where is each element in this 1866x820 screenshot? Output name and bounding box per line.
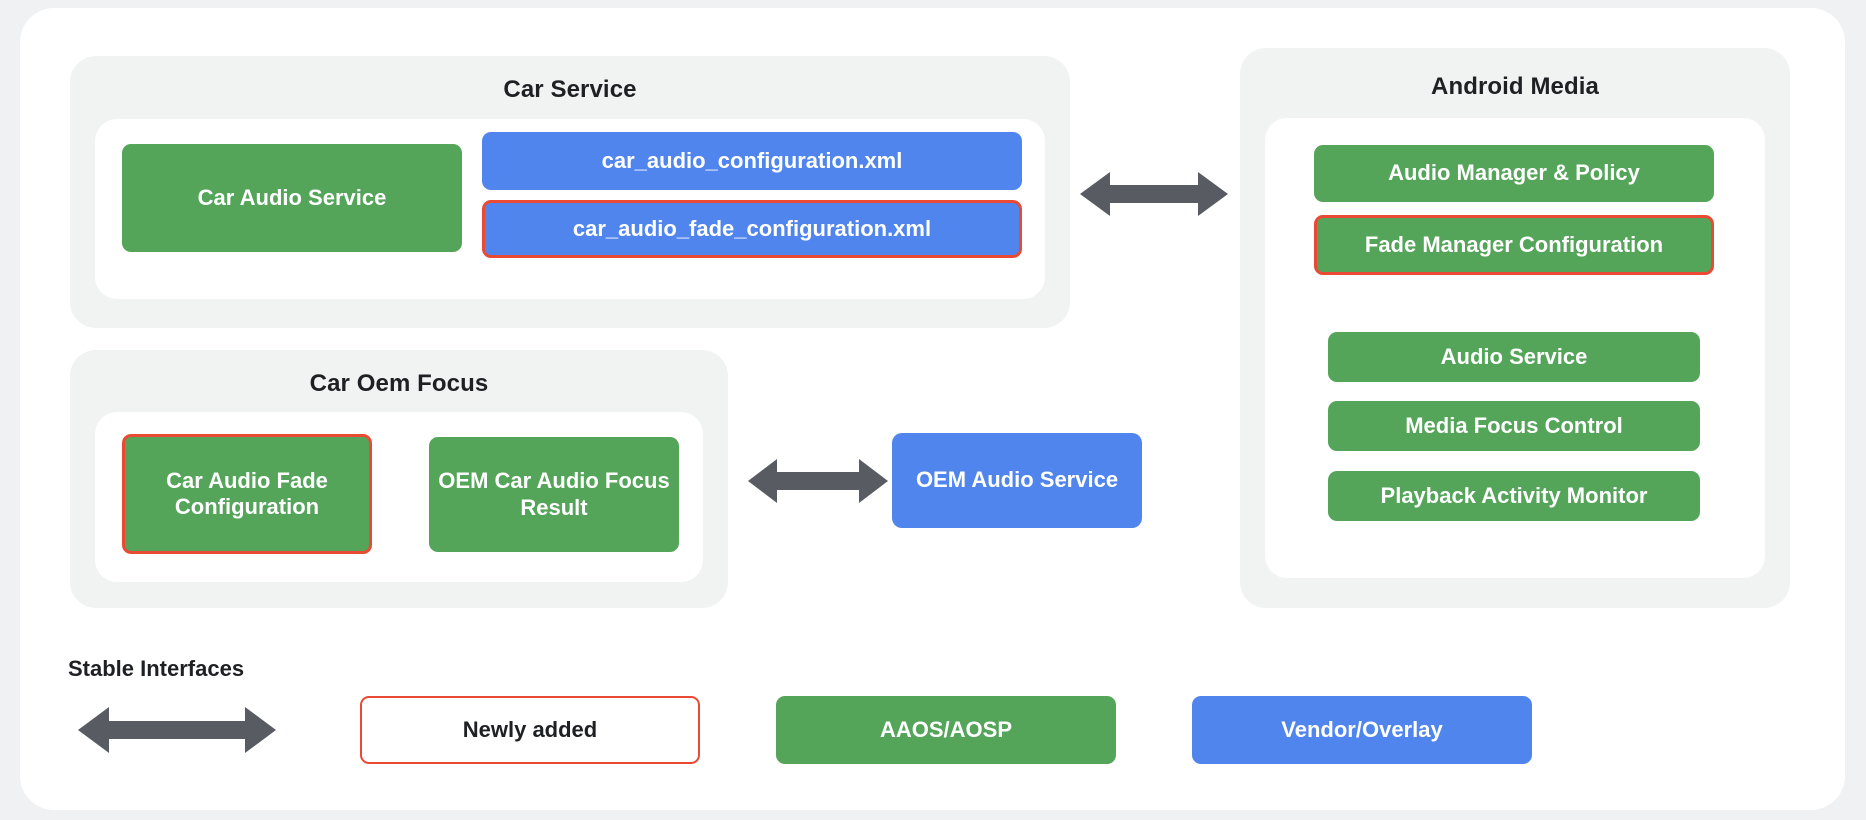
legend-chip-vendor-overlay[interactable]: Vendor/Overlay	[1192, 696, 1532, 764]
car-oem-focus-inner-panel: Car Audio Fade Configuration OEM Car Aud…	[95, 412, 703, 582]
node-fade-manager-configuration-label: Fade Manager Configuration	[1364, 231, 1664, 257]
node-media-focus-control[interactable]: Media Focus Control	[1328, 401, 1700, 451]
node-car-audio-fade-configuration-xml[interactable]: car_audio_fade_configuration.xml	[482, 200, 1022, 258]
node-audio-manager-policy[interactable]: Audio Manager & Policy	[1314, 145, 1714, 202]
double-headed-arrow-icon	[1080, 172, 1228, 216]
node-audio-manager-policy-label: Audio Manager & Policy	[1388, 160, 1640, 186]
node-oem-audio-service[interactable]: OEM Audio Service	[892, 433, 1142, 528]
group-car-service: Car Service Car Audio Service car_audio_…	[70, 56, 1070, 328]
group-car-service-title: Car Service	[503, 76, 637, 103]
node-car-audio-configuration-xml[interactable]: car_audio_configuration.xml	[482, 132, 1022, 190]
node-car-audio-service[interactable]: Car Audio Service	[122, 144, 462, 252]
group-car-oem-focus-title: Car Oem Focus	[309, 370, 489, 397]
node-playback-activity-monitor[interactable]: Playback Activity Monitor	[1328, 471, 1700, 521]
legend-chip-newly-added-label: Newly added	[462, 717, 598, 742]
legend-chip-newly-added[interactable]: Newly added	[360, 696, 700, 764]
group-android-media-title: Android Media	[1431, 73, 1599, 100]
diagram-card: Car Service Car Audio Service car_audio_…	[20, 8, 1845, 810]
node-audio-service[interactable]: Audio Service	[1328, 332, 1700, 382]
group-android-media: Android Media Audio Manager & Policy Fad…	[1240, 48, 1790, 608]
group-car-oem-focus: Car Oem Focus Car Audio Fade Configurati…	[70, 350, 728, 608]
node-media-focus-control-label: Media Focus Control	[1405, 412, 1623, 438]
node-car-audio-fade-configuration-xml-label: car_audio_fade_configuration.xml	[572, 215, 932, 241]
car-service-inner-panel: Car Audio Service car_audio_configuratio…	[95, 119, 1045, 299]
legend-stable-interfaces-label: Stable Interfaces	[68, 656, 245, 681]
node-oem-car-audio-focus-result-label: OEM Car Audio Focus Result	[438, 468, 670, 520]
legend-chip-vendor-overlay-label: Vendor/Overlay	[1281, 717, 1443, 742]
node-oem-audio-service-label: OEM Audio Service	[915, 467, 1119, 493]
double-headed-arrow-icon	[78, 707, 276, 753]
arrow-car-oem-focus-to-oem-audio-service	[748, 455, 888, 507]
node-playback-activity-monitor-label: Playback Activity Monitor	[1380, 482, 1648, 508]
node-car-audio-fade-configuration-label: Car Audio Fade Configuration	[166, 467, 328, 519]
double-headed-arrow-icon	[748, 459, 888, 503]
node-car-audio-configuration-xml-label: car_audio_configuration.xml	[601, 147, 903, 173]
node-oem-car-audio-focus-result[interactable]: OEM Car Audio Focus Result	[429, 437, 679, 552]
legend-chip-aaos-aosp[interactable]: AAOS/AOSP	[776, 696, 1116, 764]
android-media-inner-panel: Audio Manager & Policy Fade Manager Conf…	[1265, 118, 1765, 578]
node-car-audio-service-label: Car Audio Service	[197, 184, 387, 210]
legend-chip-aaos-aosp-label: AAOS/AOSP	[879, 717, 1013, 742]
node-fade-manager-configuration[interactable]: Fade Manager Configuration	[1314, 215, 1714, 275]
arrow-car-service-to-android-media	[1080, 168, 1228, 220]
node-audio-service-label: Audio Service	[1440, 343, 1588, 369]
node-car-audio-fade-configuration[interactable]: Car Audio Fade Configuration	[122, 434, 372, 554]
legend-stable-interfaces-arrow	[78, 704, 276, 756]
